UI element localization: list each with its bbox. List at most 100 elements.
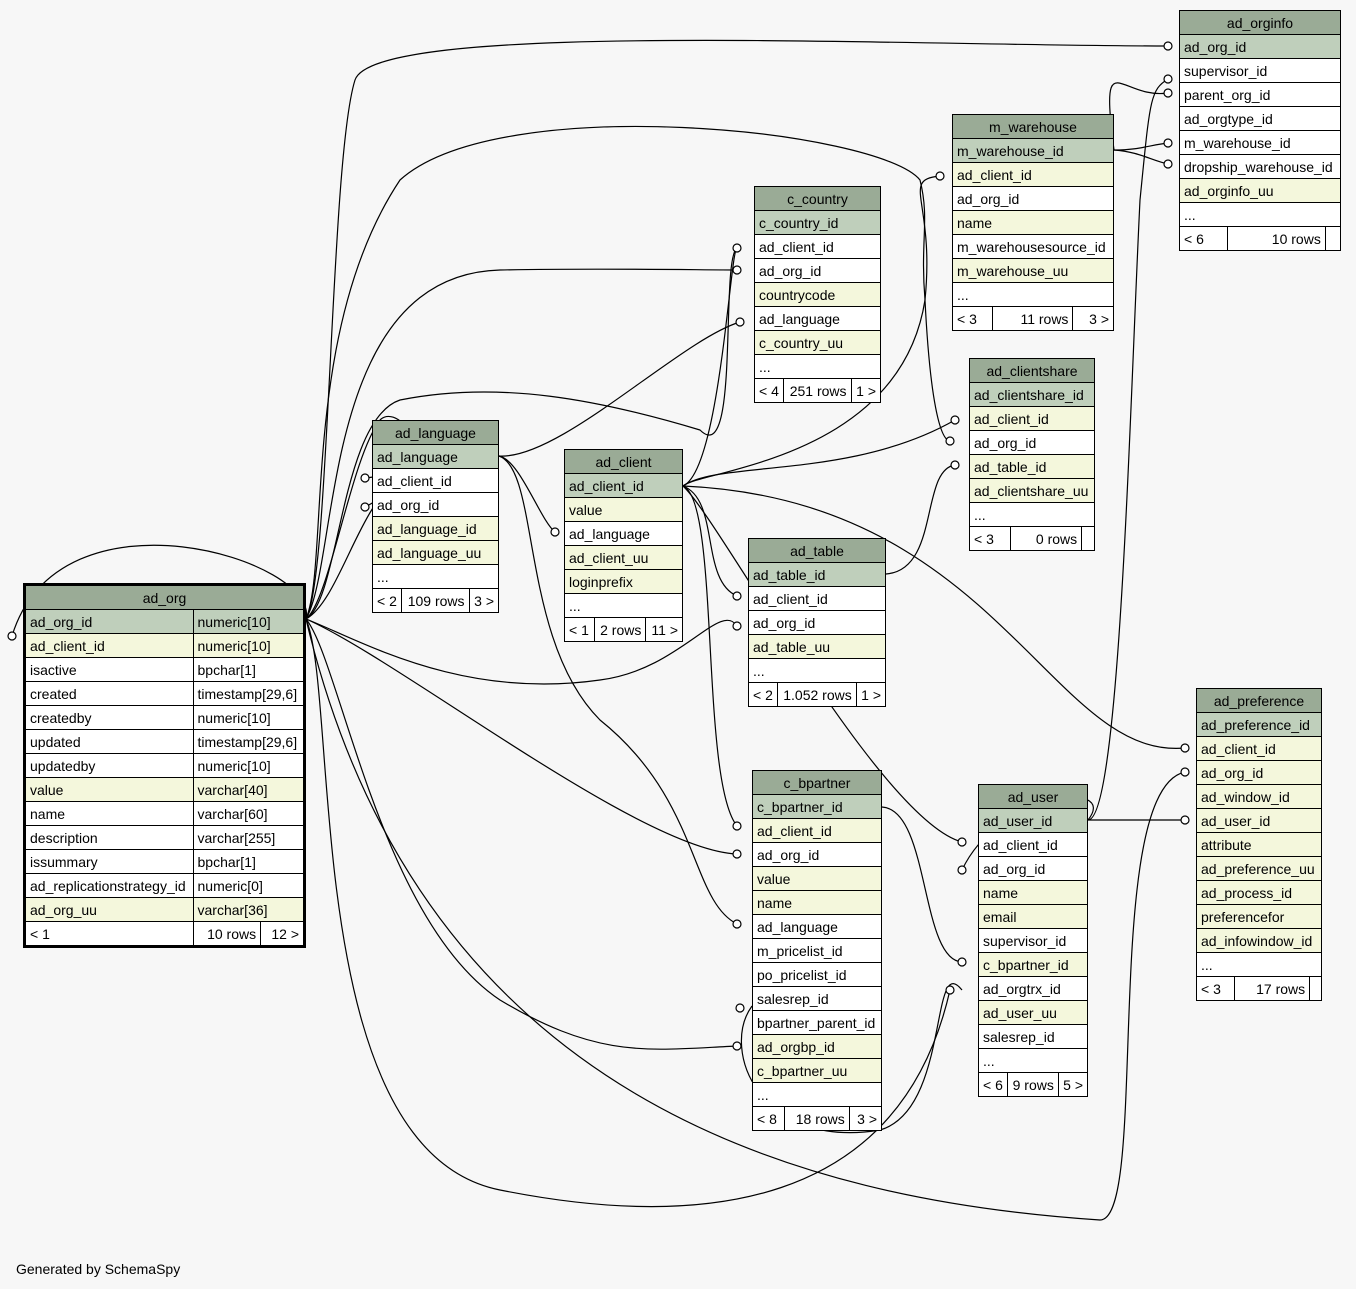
column-type: timestamp[29,6] [192, 729, 305, 754]
children-count: 1 > [850, 378, 882, 403]
column-name: m_warehouse_id [952, 138, 1114, 163]
column-name: ad_language_id [372, 516, 499, 541]
optional-end-marker [732, 621, 742, 631]
column-name: ad_infowindow_id [1196, 928, 1322, 953]
optional-end-marker [1163, 138, 1173, 148]
column-name: ad_client_id [952, 162, 1114, 187]
optional-end-marker [732, 265, 742, 275]
column-row: ad_org_id [952, 186, 1114, 211]
column-row: ad_table_id [748, 562, 886, 587]
relationship-line [305, 618, 951, 1208]
children-count [1081, 526, 1095, 551]
column-row: m_warehouse_uu [952, 258, 1114, 283]
column-row: ad_client_id [978, 832, 1088, 857]
column-row: countrycode [754, 282, 881, 307]
column-row: supervisor_id [1179, 58, 1341, 83]
column-name: ad_clientshare_uu [969, 478, 1095, 503]
column-row: m_warehousesource_id [952, 234, 1114, 259]
column-name: m_warehousesource_id [952, 234, 1114, 259]
column-row: ad_user_id [1196, 808, 1322, 833]
optional-end-marker [732, 821, 742, 831]
table-header: c_country [754, 186, 881, 211]
column-name: ... [969, 502, 1095, 527]
column-name: ad_preference_uu [1196, 856, 1322, 881]
column-row: ad_language [752, 914, 882, 939]
children-count: 3 > [848, 1106, 883, 1131]
column-name: po_pricelist_id [752, 962, 882, 987]
column-row: email [978, 904, 1088, 929]
column-name: ad_orgbp_id [752, 1034, 882, 1059]
column-name: ad_org_id [372, 492, 499, 517]
column-name: c_bpartner_uu [752, 1058, 882, 1083]
column-name: ad_client_id [24, 633, 194, 658]
table-header: ad_clientshare [969, 358, 1095, 383]
column-name: attribute [1196, 832, 1322, 857]
column-row: ad_client_id [748, 586, 886, 611]
column-name: ad_table_uu [748, 634, 886, 659]
column-name: ... [564, 593, 683, 618]
column-row: ... [952, 282, 1114, 307]
column-name: ad_orgtype_id [1179, 106, 1341, 131]
column-name: issummary [24, 849, 194, 874]
column-name: ad_table_id [969, 454, 1095, 479]
column-name: ad_org_id [978, 856, 1088, 881]
column-name: ad_language [752, 914, 882, 939]
children-count: 3 > [468, 588, 500, 613]
column-row: parent_org_id [1179, 82, 1341, 107]
column-row: supervisor_id [978, 928, 1088, 953]
column-type: varchar[40] [192, 777, 305, 802]
column-row: ad_orginfo_uu [1179, 178, 1341, 203]
column-name: supervisor_id [1179, 58, 1341, 83]
relationship-line [498, 455, 738, 925]
relationship-line [682, 485, 1186, 749]
table-header: ad_language [372, 420, 499, 445]
column-row: ad_orgtype_id [1179, 106, 1341, 131]
optional-end-marker [732, 243, 742, 253]
column-row: ad_preference_uu [1196, 856, 1322, 881]
children-count [1309, 976, 1322, 1001]
relationship-line [682, 485, 738, 827]
column-name: name [978, 880, 1088, 905]
column-name: name [24, 801, 194, 826]
column-name: ad_org_id [1179, 34, 1341, 59]
optional-end-marker [1163, 74, 1173, 84]
children-count: 1 > [855, 682, 887, 707]
table-header: ad_preference [1196, 688, 1322, 713]
column-type: numeric[10] [192, 633, 305, 658]
row-count: 251 rows [783, 378, 852, 403]
column-name: ad_client_id [372, 468, 499, 493]
column-row: ... [752, 1082, 882, 1107]
relationship-line [305, 618, 738, 1050]
column-row: ad_org_id [1179, 34, 1341, 59]
parents-count: < 1 [24, 921, 194, 947]
relationship-line [1109, 82, 1169, 151]
optional-end-marker [957, 957, 967, 967]
relationship-line [885, 464, 956, 575]
relationship-line [1113, 142, 1169, 151]
table-header: ad_client [564, 449, 683, 474]
column-name: supervisor_id [978, 928, 1088, 953]
column-name: ad_org_id [24, 609, 194, 634]
column-row: ad_preference_id [1196, 712, 1322, 737]
column-name: ... [748, 658, 886, 683]
column-row: ad_clientshare_uu [969, 478, 1095, 503]
column-name: ad_clientshare_id [969, 382, 1095, 407]
column-name: ... [1196, 952, 1322, 977]
optional-end-marker [1180, 767, 1190, 777]
row-count: 10 rows [1227, 226, 1326, 251]
column-row: ad_org_id [748, 610, 886, 635]
table-title: c_bpartner [752, 770, 882, 795]
